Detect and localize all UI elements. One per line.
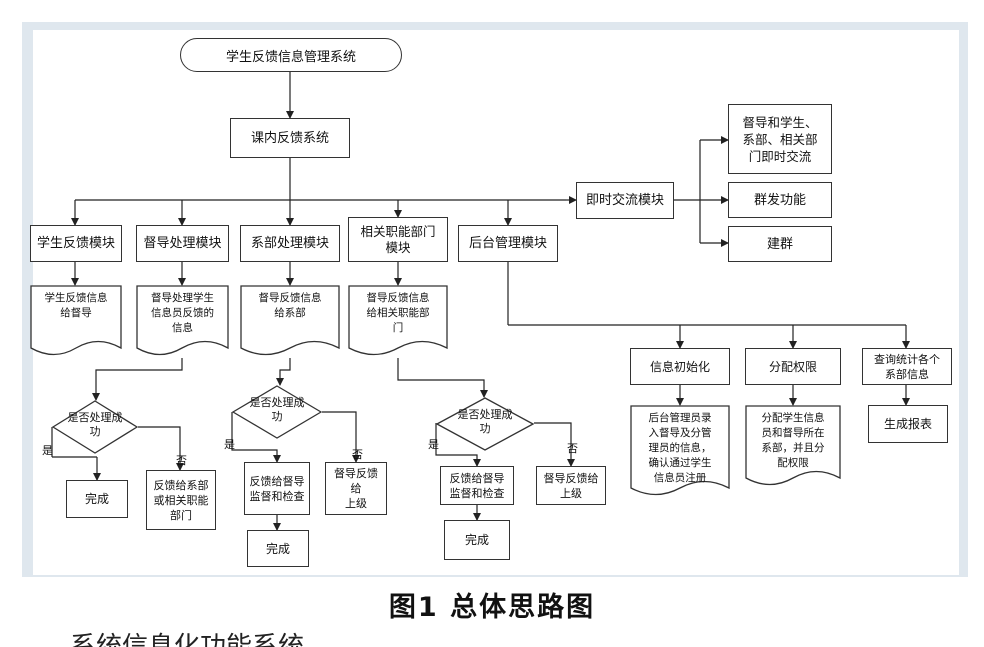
module-department-label: 系部处理模块 [250, 236, 329, 251]
doc-backend-perm-text: 分配学生信息 员和督导所在 系部，并且分 配权限 [761, 412, 825, 469]
in-class-feedback-system: 课内反馈系统 [230, 118, 350, 158]
decision-functional-text: 是否处理成 功 [457, 408, 513, 435]
doc-student-text: 学生反馈信息 给督导 [44, 292, 108, 319]
doc-department-text: 督导反馈信息 给系部 [258, 292, 322, 319]
label-yes-department: 是 [224, 438, 235, 451]
outcome-functional-ok: 反馈给督导 监督和检查 [440, 466, 514, 505]
doc-backend-init: 后台管理员录 入督导及分管 理员的信息， 确认通过学生 信息员注册 [630, 405, 730, 500]
outcome-functional-fail: 督导反馈给 上级 [536, 466, 606, 505]
decision-department-text: 是否处理成 功 [249, 396, 305, 423]
decision-supervisor-text: 是否处理成 功 [67, 411, 123, 438]
backend-perm-label: 分配权限 [768, 359, 817, 374]
doc-supervisor-to-department: 督导反馈信息 给系部 [240, 285, 340, 360]
outcome-functional-done-label: 完成 [464, 533, 489, 547]
module-department: 系部处理模块 [240, 225, 340, 262]
label-no-functional: 否 [567, 442, 578, 455]
doc-supervisor-process: 督导处理学生 信息员反馈的 信息 [136, 285, 229, 360]
outcome-supervisor-done: 完成 [66, 480, 128, 518]
module-instant-label: 即时交流模块 [585, 193, 664, 208]
instant-item-group-label: 建群 [766, 236, 793, 252]
module-functional-label: 相关职能部门 模块 [360, 223, 436, 255]
label-no-department: 否 [352, 448, 363, 461]
outcome-department-ok-label: 反馈给督导 监督和检查 [249, 474, 305, 503]
outcome-department-ok: 反馈给督导 监督和检查 [244, 462, 310, 515]
outcome-functional-done: 完成 [444, 520, 510, 560]
outcome-functional-ok-label: 反馈给督导 监督和检查 [449, 471, 505, 500]
outcome-department-done-label: 完成 [265, 541, 290, 556]
outcome-supervisor-fail-label: 反馈给系部 或相关职能 部门 [153, 478, 209, 522]
label-no-supervisor: 否 [176, 454, 187, 467]
module-backend: 后台管理模块 [458, 225, 558, 262]
backend-report: 生成报表 [868, 405, 948, 443]
figure-caption: 图1 总体思路图 [388, 592, 596, 623]
outcome-functional-fail-label: 督导反馈给 上级 [543, 471, 599, 500]
backend-query: 查询统计各个 系部信息 [862, 348, 952, 385]
trailing-text: 系统信息化功能系统 [70, 632, 305, 647]
doc-backend-perm: 分配学生信息 员和督导所在 系部，并且分 配权限 [745, 405, 841, 490]
module-functional: 相关职能部门 模块 [348, 217, 448, 262]
backend-init: 信息初始化 [630, 348, 730, 385]
root-label: 学生反馈信息管理系统 [225, 49, 356, 65]
module-student: 学生反馈模块 [30, 225, 122, 262]
module-backend-label: 后台管理模块 [468, 236, 547, 251]
root-terminator: 学生反馈信息管理系统 [180, 38, 402, 72]
doc-student-to-supervisor: 学生反馈信息 给督导 [30, 285, 122, 360]
decision-supervisor: 是否处理成 功 [52, 400, 138, 454]
label-yes-functional: 是 [428, 438, 439, 451]
doc-functional-text: 督导反馈信息 给相关职能部 门 [366, 292, 430, 334]
instant-item-group: 建群 [728, 226, 832, 262]
doc-backend-init-text: 后台管理员录 入督导及分管 理员的信息， 确认通过学生 信息员注册 [648, 412, 712, 484]
doc-supervisor-text: 督导处理学生 信息员反馈的 信息 [151, 292, 214, 334]
decision-department: 是否处理成 功 [232, 385, 322, 439]
module-supervisor: 督导处理模块 [136, 225, 229, 262]
instant-item-broadcast: 群发功能 [728, 182, 832, 218]
module-student-label: 学生反馈模块 [36, 236, 115, 251]
backend-init-label: 信息初始化 [649, 359, 710, 374]
outcome-supervisor-done-label: 完成 [84, 492, 109, 506]
module-instant: 即时交流模块 [576, 182, 674, 219]
outcome-department-fail: 督导反馈给 上级 [325, 462, 387, 515]
backend-report-label: 生成报表 [883, 417, 932, 431]
in-class-label: 课内反馈系统 [250, 130, 329, 146]
decision-functional: 是否处理成 功 [436, 397, 534, 451]
outcome-supervisor-fail: 反馈给系部 或相关职能 部门 [146, 470, 216, 530]
outcome-department-done: 完成 [247, 530, 309, 567]
instant-item-chat-label: 督导和学生、 系部、相关部 门即时交流 [742, 114, 818, 164]
instant-item-broadcast-label: 群发功能 [753, 192, 806, 208]
doc-supervisor-to-functional: 督导反馈信息 给相关职能部 门 [348, 285, 448, 360]
outcome-department-fail-label: 督导反馈给 上级 [334, 467, 378, 510]
backend-perm: 分配权限 [745, 348, 841, 385]
label-yes-supervisor: 是 [42, 444, 53, 457]
instant-item-chat: 督导和学生、 系部、相关部 门即时交流 [728, 104, 832, 174]
backend-query-label: 查询统计各个 系部信息 [874, 352, 940, 381]
module-supervisor-label: 督导处理模块 [143, 236, 222, 251]
